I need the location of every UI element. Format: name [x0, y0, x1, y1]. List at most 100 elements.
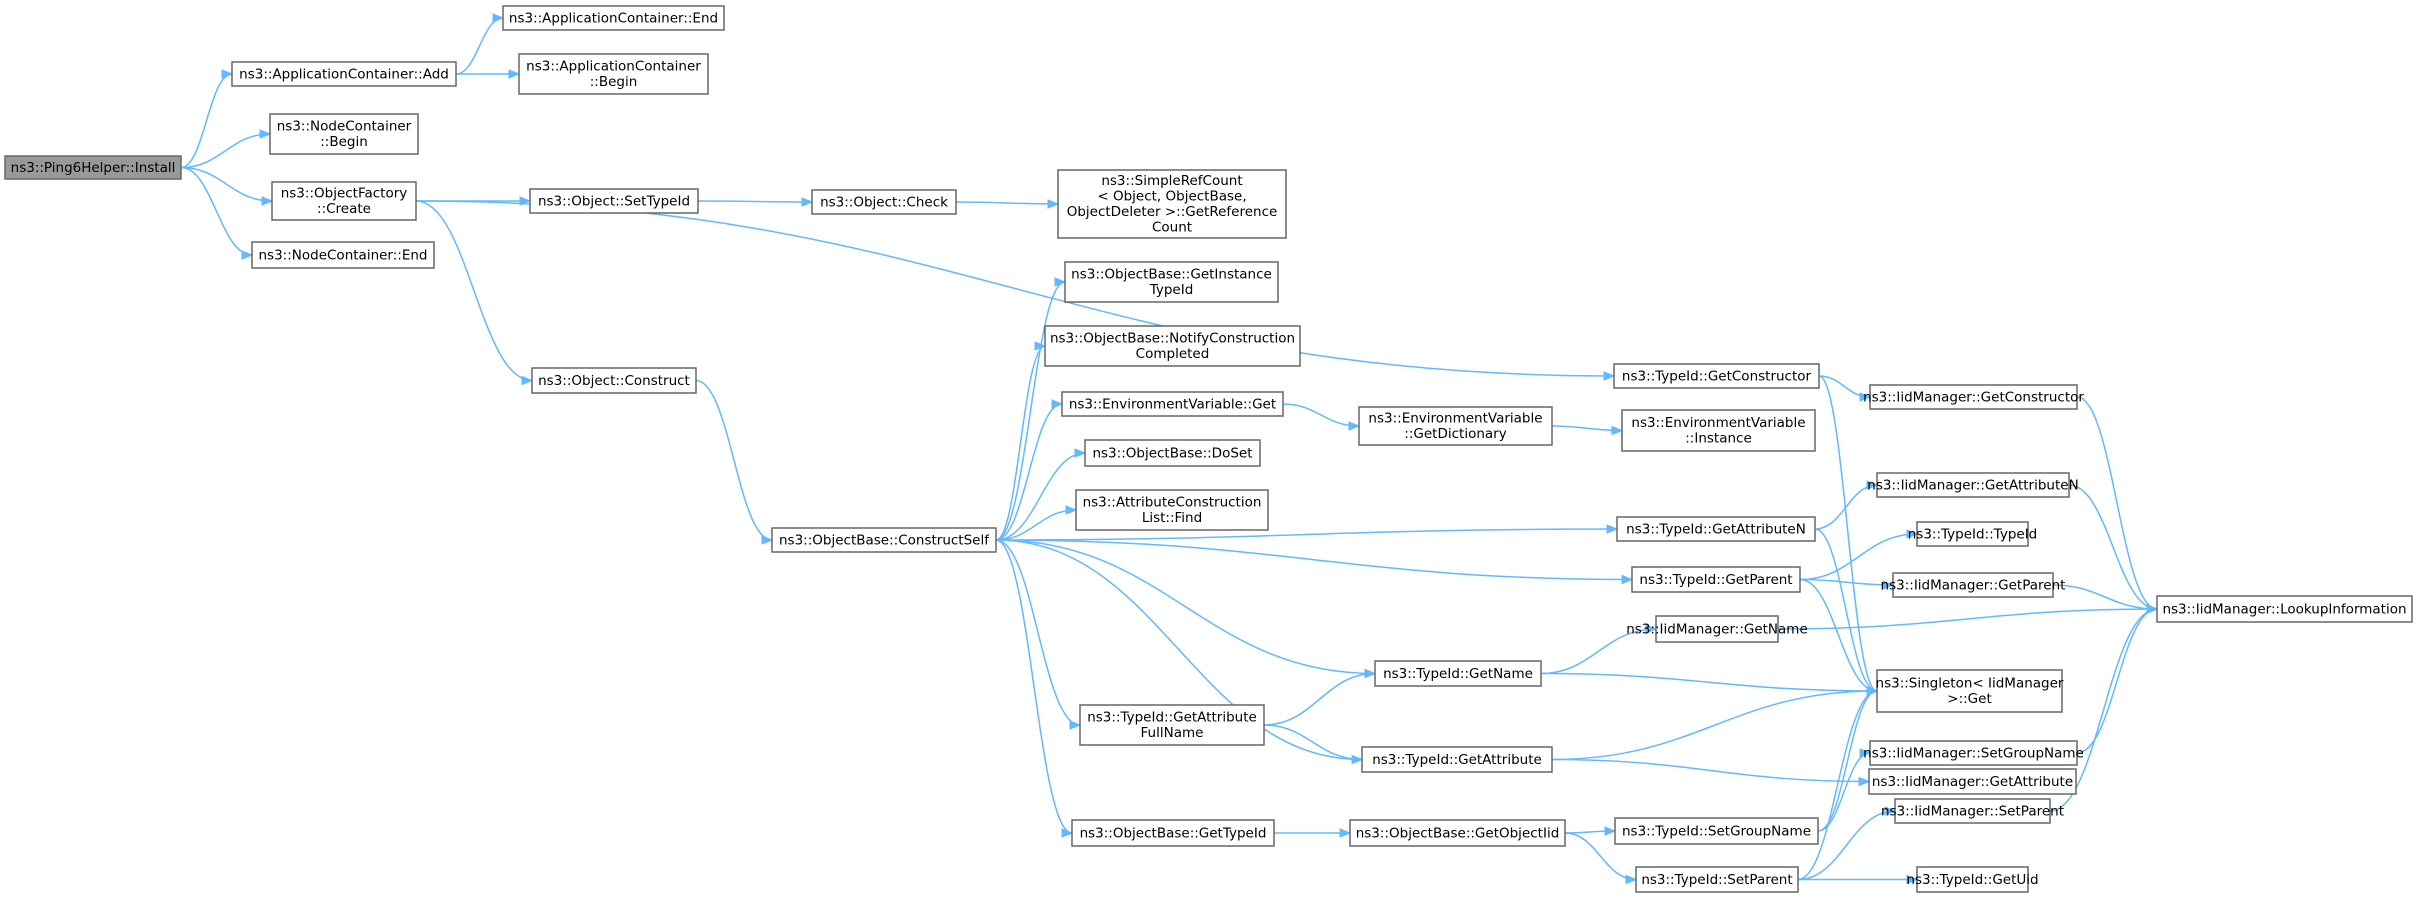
call-edge-arrowhead: [521, 375, 534, 386]
graph-node-label: ns3::ObjectBase::GetTypeId: [1080, 825, 1267, 841]
call-edge-objCheck-to-simpleRef: [955, 201, 1059, 205]
graph-node-simpleRef[interactable]: ns3::SimpleRefCount< Object, ObjectBase,…: [1057, 169, 1287, 239]
graph-node-label: ns3::NodeContainer::End: [259, 247, 428, 263]
graph-node-tidSetGroupName[interactable]: ns3::TypeId::SetGroupName: [1614, 817, 1819, 845]
graph-node-box: [1064, 261, 1279, 303]
graph-node-label: List::Find: [1142, 510, 1202, 526]
call-edge-arrowhead: [1069, 720, 1082, 730]
graph-node-appEnd[interactable]: ns3::ApplicationContainer::End: [502, 5, 725, 31]
graph-node-ofCreate[interactable]: ns3::ObjectFactory::Create: [271, 181, 417, 221]
call-edge-arrowhead: [1606, 524, 1619, 534]
graph-node-envGetDict[interactable]: ns3::EnvironmentVariable::GetDictionary: [1358, 406, 1553, 446]
graph-node-getTypeId[interactable]: ns3::ObjectBase::GetTypeId: [1071, 819, 1275, 847]
graph-node-label: FullName: [1141, 725, 1204, 741]
graph-node-envGet[interactable]: ns3::EnvironmentVariable::Get: [1061, 391, 1284, 417]
call-edge-arrowhead: [1859, 392, 1872, 402]
graph-node-iidSetParent[interactable]: ns3::IidManager::SetParent: [1881, 798, 2064, 824]
call-edge-constructSelf-to-notifyConstr: [995, 345, 1046, 541]
graph-node-label: ns3::EnvironmentVariable: [1368, 411, 1542, 427]
graph-node-doSet[interactable]: ns3::ObjectBase::DoSet: [1084, 439, 1261, 467]
graph-node-box: [1079, 704, 1265, 746]
graph-node-box: [251, 241, 435, 269]
graph-node-tidGetParent[interactable]: ns3::TypeId::GetParent: [1631, 566, 1801, 593]
graph-node-envInstance[interactable]: ns3::EnvironmentVariable::Instance: [1621, 409, 1816, 452]
graph-node-objConstruct[interactable]: ns3::Object::Construct: [531, 367, 697, 394]
call-edge-tidSetParent-to-singleton: [1797, 690, 1878, 881]
graph-node-label: ns3::AttributeConstruction: [1083, 495, 1262, 511]
call-edge-arrowhead: [761, 535, 774, 545]
call-edge-tidGetAttrFullName-to-tidGetAttribute: [1263, 724, 1363, 761]
graph-node-label: ::Begin: [320, 134, 368, 150]
graph-node-label: ObjectDeleter >::GetReference: [1067, 204, 1278, 220]
graph-node-tidGetAttribute[interactable]: ns3::TypeId::GetAttribute: [1361, 746, 1553, 773]
call-edge-tidGetAttrFullName-to-tidGetName: [1263, 672, 1376, 726]
graph-node-box: [1916, 521, 2029, 547]
graph-node-objCheck[interactable]: ns3::Object::Check: [811, 189, 957, 215]
call-edge-arrowhead: [1882, 580, 1895, 590]
graph-node-tidGetAttributeN[interactable]: ns3::TypeId::GetAttributeN: [1616, 516, 1816, 542]
graph-node-getObjectIid[interactable]: ns3::ObjectBase::GetObjectIid: [1349, 819, 1566, 847]
graph-node-label: ns3::TypeId::GetUid: [1906, 872, 2038, 888]
call-graph-nodes: ns3::Ping6Helper::Install ns3::Applicatio…: [4, 5, 2413, 893]
call-edge-tidSetGroupName-to-iidSetGroupName: [1817, 752, 1871, 832]
call-edge-arrowhead: [1034, 341, 1047, 351]
graph-node-label: ns3::Singleton< IidManager: [1876, 676, 2064, 692]
graph-node-box: [1614, 817, 1819, 845]
call-edge-arrowhead: [1339, 828, 1352, 838]
call-edge-tidGetName-to-iidGetName: [1540, 628, 1657, 675]
graph-node-tidGetName[interactable]: ns3::TypeId::GetName: [1374, 660, 1542, 687]
call-edge-setTypeId-to-objCheck: [697, 200, 813, 203]
graph-node-singleton[interactable]: ns3::Singleton< IidManager>::Get: [1876, 669, 2064, 713]
graph-node-ncEnd[interactable]: ns3::NodeContainer::End: [251, 241, 435, 269]
call-edge-arrowhead: [221, 69, 234, 79]
graph-node-tidTypeId[interactable]: ns3::TypeId::TypeId: [1908, 521, 2038, 547]
call-edge-tidSetGroupName-to-singleton: [1817, 690, 1878, 832]
graph-node-tidGetUid[interactable]: ns3::TypeId::GetUid: [1906, 866, 2039, 893]
call-edge-tidGetAttribute-to-singleton: [1551, 690, 1878, 761]
call-edge-iidSetGroupName-to-lookup: [2076, 608, 2158, 754]
graph-node-constructSelf[interactable]: ns3::ObjectBase::ConstructSelf: [771, 527, 997, 553]
call-edge-arrowhead: [1625, 874, 1638, 885]
graph-node-box: [1349, 819, 1566, 847]
graph-node-box: [1868, 768, 2077, 795]
graph-node-box: [529, 188, 699, 214]
call-edge-arrowhead: [519, 196, 532, 206]
graph-node-label: ns3::IidManager::GetParent: [1881, 577, 2066, 593]
graph-node-lookup[interactable]: ns3::IidManager::LookupInformation: [2156, 595, 2413, 623]
call-graph-edges: [180, 13, 2159, 885]
call-edge-arrowhead: [241, 250, 254, 260]
graph-node-ping6[interactable]: ns3::Ping6Helper::Install: [4, 155, 182, 180]
graph-node-iidGetAttribute[interactable]: ns3::IidManager::GetAttribute: [1868, 768, 2077, 795]
graph-node-notifyConstr[interactable]: ns3::ObjectBase::NotifyConstructionCompl…: [1044, 325, 1301, 367]
graph-node-iidSetGroupName[interactable]: ns3::IidManager::SetGroupName: [1863, 740, 2084, 766]
call-edge-arrowhead: [2146, 604, 2159, 614]
graph-node-iidGetName[interactable]: ns3::IidManager::GetName: [1626, 615, 1808, 643]
call-edge-arrowhead: [1364, 668, 1377, 679]
graph-node-iidGetConstructor[interactable]: ns3::IidManager::GetConstructor: [1863, 384, 2084, 410]
graph-node-tidGetConstructor[interactable]: ns3::TypeId::GetConstructor: [1613, 363, 1820, 389]
graph-node-box: [1084, 439, 1261, 467]
graph-node-box: [231, 61, 457, 87]
call-edge-arrowhead: [1858, 776, 1871, 787]
graph-node-box: [1057, 169, 1287, 239]
graph-node-box: [2156, 595, 2413, 623]
graph-node-label: ns3::TypeId::GetAttribute: [1087, 710, 1257, 726]
graph-node-appAdd[interactable]: ns3::ApplicationContainer::Add: [231, 61, 457, 87]
call-edge-constructSelf-to-getInstTypeId: [995, 281, 1066, 541]
call-edge-tidGetParent-to-iidGetParent: [1799, 578, 1894, 586]
graph-node-appBegin[interactable]: ns3::ApplicationContainer::Begin: [518, 53, 709, 95]
graph-node-box: [531, 367, 697, 394]
graph-node-label: ns3::Object::Construct: [538, 373, 690, 389]
graph-node-label: ::Create: [317, 201, 371, 217]
call-edge-constructSelf-to-tidGetAttributeN: [995, 528, 1618, 541]
graph-node-iidGetParent[interactable]: ns3::IidManager::GetParent: [1881, 572, 2066, 598]
graph-node-ncBegin[interactable]: ns3::NodeContainer::Begin: [269, 113, 419, 155]
graph-node-label: ns3::TypeId::SetParent: [1641, 872, 1792, 888]
call-edge-arrowhead: [1621, 574, 1634, 585]
graph-node-setTypeId[interactable]: ns3::Object::SetTypeId: [529, 188, 699, 214]
graph-node-iidGetAttributeN[interactable]: ns3::IidManager::GetAttributeN: [1867, 472, 2079, 498]
graph-node-tidSetParent[interactable]: ns3::TypeId::SetParent: [1635, 866, 1799, 893]
